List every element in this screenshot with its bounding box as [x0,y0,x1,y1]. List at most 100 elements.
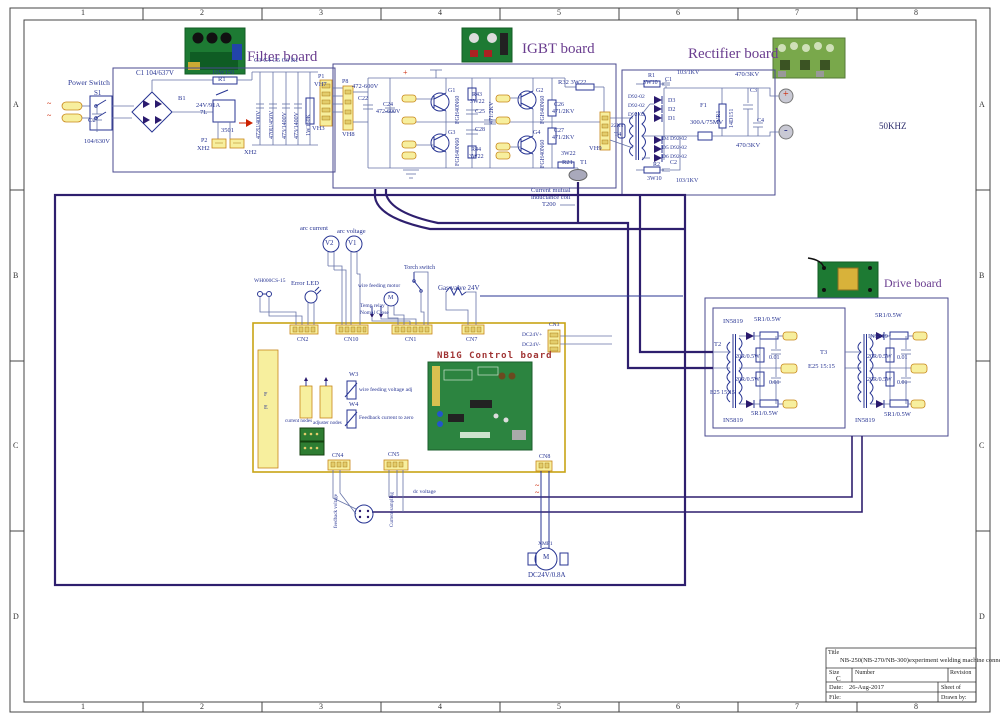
zone-label: 4 [438,702,442,711]
component-label-16: 470U/450V [269,110,275,139]
drive-board-circuit [713,331,928,409]
drive-board-photo [807,257,879,299]
title-block-frame [825,647,977,703]
component-label-79: 103/1KV [676,178,699,184]
component-label-105: F [264,392,268,398]
component-label-111: Current sampling [390,492,395,527]
component-label-62: D92-02 [628,103,645,109]
igbt-board-title: IGBT board [522,41,595,57]
component-label-137: 0.01 [897,380,908,386]
zone-label: 3 [319,8,323,17]
component-label-44: C26 [554,102,565,108]
rectifier-board-circuit [617,80,794,174]
component-label-46: C27 [554,128,565,134]
control-board-photo [427,361,533,451]
component-label-10: 104/630V [84,138,110,145]
component-label-63: D92-02 [628,112,645,118]
component-label-28: VH8 [342,131,355,138]
zone-label: 6 [676,8,680,17]
component-label-75: D6 D92-02 [662,154,687,160]
zone-label: 2 [200,702,204,711]
component-label-37: G3 [448,130,456,136]
component-label-9: 3501 [221,127,234,134]
component-label-127: E25 15:15 [710,390,735,396]
component-label-123: 20R/0.5W [735,354,760,360]
component-label-50: R21 [562,159,573,166]
component-label-47: 471/2KV [552,135,575,141]
zone-label: 8 [914,8,918,17]
component-label-45: 471/2KV [552,109,575,115]
component-label-74: D5 D92-02 [662,145,687,151]
component-label-125: 20R/0.5W [735,377,760,383]
component-label-129: 5R1/0.5W [751,410,778,417]
date-label: Date: [829,684,844,691]
component-label-7: 7L [200,109,208,116]
component-label-116: ~ [535,488,540,497]
zone-label: 4 [438,8,442,17]
component-label-97: DC24V+ [522,332,543,338]
component-label-121: 5R1/0.5W [754,316,781,323]
component-label-96: CN3 [549,322,560,328]
main-power-buses [53,182,863,587]
component-label-93: CN10 [344,337,359,343]
component-label-89: Nomal Close [360,310,389,316]
size-label: Size [829,670,840,676]
component-label-15: 472U/400V [256,110,262,139]
component-label-107: CN4 [332,453,344,459]
component-label-92: CN2 [297,337,309,343]
igbt-board-circuit [342,69,634,181]
component-label-11: P2 [201,138,208,144]
component-label-34: C28 [475,127,486,133]
component-label-36: 3W22 [469,154,484,160]
component-label-56: 3W10 [643,80,658,86]
component-label-83: arc current [300,225,328,232]
component-label-65: D2 [668,107,676,113]
component-label-48: R32 3W22 [558,79,587,86]
number-label: Number [855,670,875,676]
zone-label: D [979,611,985,621]
component-label-38: FGH40N60 [455,137,461,166]
component-label-87: wire feeding motor [358,283,401,289]
sheet-label: Sheet of [941,685,961,691]
component-label-91: Gas valve 24V [438,284,480,292]
component-label-112: dc voltage [413,489,436,495]
zone-label: A [979,100,985,109]
igbt-board-photo [461,27,513,63]
component-label-130: T3 [820,349,828,356]
component-label-24: P8 [342,79,349,85]
component-label-106: E [264,405,268,411]
component-label-40: G2 [536,88,544,94]
component-label-141: - [784,124,788,136]
zone-label: 1 [81,702,85,711]
component-label-72: 470/3KV [736,142,761,149]
zone-label: 5 [557,8,561,17]
zone-label: 8 [914,702,918,711]
zone-label: D [13,611,19,621]
component-label-58: 103/1KV [677,70,700,76]
drawn-by-label: Drawn by: [941,695,967,701]
revision-label: Revision [950,670,972,676]
component-label-110: feedback voltage [334,493,339,528]
component-label-68: 300A/75MV [690,119,724,126]
component-label-30: FGH40N60 [455,95,461,124]
component-label-132: 5R1/0.5W [875,312,902,319]
component-label-85: WH000CS-15 [254,278,286,284]
component-label-104: adjuster nodes [313,421,342,426]
component-label-136: 20R/0.5W [867,377,892,383]
component-label-41: FGH40N60 [540,95,546,124]
component-label-42: G4 [533,130,541,136]
component-label-70: 14D151 [729,108,735,128]
component-label-21: VH7 [314,81,327,88]
component-label-4: R1 [218,76,226,83]
zone-label: 2 [200,8,204,17]
component-label-52: VH9 [589,145,602,152]
filter-board-title: Filter board [247,49,318,65]
component-label-134: 20R/0.5W [867,354,892,360]
component-label-119: + [403,68,408,77]
component-label-54: T4 [614,131,622,138]
component-label-108: CN5 [388,452,400,458]
component-label-128: IN5819 [723,417,743,424]
component-label-84: arc voltage [337,228,366,235]
